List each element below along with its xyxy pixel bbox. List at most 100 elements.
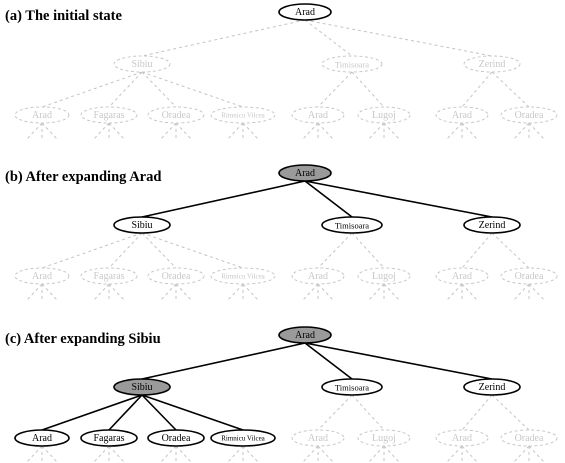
node-rimnicu-vilcea: Rimnicu Vilcea: [210, 267, 276, 285]
edge-root-to-zerind: [304, 180, 493, 218]
node-arad: Arad: [14, 429, 70, 447]
stub-edge: [175, 122, 193, 141]
panel-title: (a) The initial state: [5, 8, 122, 24]
node-zerind-label: Zerind: [479, 382, 506, 393]
stub-edge: [159, 122, 177, 141]
stub-edge: [301, 445, 319, 463]
stub-edge: [175, 445, 193, 463]
edge-zerind-to-arad: [461, 394, 493, 431]
stub-edge: [41, 283, 59, 302]
edge-root-to-zerind: [304, 342, 493, 380]
node-fagaras-label: Fagaras: [93, 433, 124, 444]
node-sibiu-shape: [113, 55, 171, 73]
edge-sibiu-to-rimnicu-vilcea: [141, 232, 244, 269]
node-sibiu-shape: [113, 378, 171, 396]
node-fagaras-shape: [80, 267, 138, 285]
edge-root-to-sibiu: [141, 342, 306, 380]
node-arad-shape: [291, 106, 345, 124]
node-arad-shape: [14, 106, 70, 124]
node-root-arad-label: Arad: [295, 7, 315, 18]
node-arad-shape: [291, 267, 345, 285]
node-rimnicu-vilcea-shape: [210, 429, 276, 447]
edge-sibiu-to-arad: [41, 71, 143, 108]
node-root-arad-label: Arad: [295, 330, 315, 341]
node-oradea-shape: [147, 429, 205, 447]
stub-edge: [301, 283, 319, 302]
node-oradea: Oradea: [147, 267, 205, 285]
edge-root-to-timisoara: [304, 180, 353, 218]
node-arad-label: Arad: [452, 271, 472, 282]
stub-edge: [367, 283, 385, 302]
node-rimnicu-vilcea-shape: [210, 106, 276, 124]
node-timisoara: Timisoara: [321, 55, 383, 73]
edge-sibiu-to-rimnicu-vilcea: [141, 71, 244, 108]
stub-edge: [25, 122, 43, 141]
node-oradea-label: Oradea: [162, 110, 191, 121]
node-arad: Arad: [435, 267, 489, 285]
node-oradea-shape: [500, 267, 558, 285]
node-zerind-shape: [463, 55, 521, 73]
node-zerind-label: Zerind: [479, 59, 506, 70]
node-timisoara: Timisoara: [321, 216, 383, 234]
edge-root-to-sibiu: [141, 180, 306, 218]
edge-sibiu-to-oradea: [141, 71, 177, 108]
edge-sibiu-to-rimnicu-vilcea: [141, 394, 244, 431]
node-zerind: Zerind: [463, 216, 521, 234]
node-oradea: Oradea: [500, 429, 558, 447]
node-timisoara-shape: [321, 216, 383, 234]
node-timisoara-label: Timisoara: [335, 383, 369, 393]
node-arad-label: Arad: [32, 271, 52, 282]
node-arad-label: Arad: [308, 433, 328, 444]
node-arad-shape: [435, 267, 489, 285]
stub-edge: [226, 445, 244, 463]
node-arad-label: Arad: [32, 110, 52, 121]
node-arad: Arad: [14, 106, 70, 124]
node-timisoara-label: Timisoara: [335, 60, 369, 70]
node-lugoj: Lugoj: [357, 267, 411, 285]
node-fagaras-label: Fagaras: [93, 271, 124, 282]
node-arad-label: Arad: [452, 110, 472, 121]
edge-sibiu-to-arad: [41, 394, 143, 431]
stub-edge: [92, 122, 110, 141]
stub-edge: [226, 283, 244, 302]
stub-edge: [445, 283, 463, 302]
edge-timisoara-to-arad: [317, 232, 353, 269]
node-lugoj: Lugoj: [357, 106, 411, 124]
edge-zerind-to-oradea: [491, 232, 530, 269]
node-oradea: Oradea: [147, 106, 205, 124]
node-rimnicu-vilcea: Rimnicu Vilcea: [210, 106, 276, 124]
node-arad-label: Arad: [308, 110, 328, 121]
stub-edge: [108, 283, 126, 302]
node-sibiu-shape: [113, 216, 171, 234]
stub-edge: [461, 122, 479, 141]
node-arad-label: Arad: [32, 433, 52, 444]
node-oradea-label: Oradea: [515, 110, 544, 121]
node-sibiu: Sibiu: [113, 378, 171, 396]
node-rimnicu-vilcea-shape: [210, 267, 276, 285]
node-oradea-shape: [147, 106, 205, 124]
node-arad-shape: [14, 267, 70, 285]
node-root-arad-shape: [278, 3, 332, 21]
stub-edge: [92, 283, 110, 302]
stub-edge: [445, 122, 463, 141]
node-lugoj-label: Lugoj: [372, 433, 396, 444]
node-lugoj-shape: [357, 267, 411, 285]
stub-edge: [461, 445, 479, 463]
edge-root-to-zerind: [304, 19, 493, 57]
edge-timisoara-to-lugoj: [351, 394, 385, 431]
stub-edge: [528, 283, 546, 302]
node-timisoara-label: Timisoara: [335, 221, 369, 231]
node-lugoj-label: Lugoj: [372, 110, 396, 121]
edge-root-to-sibiu: [141, 19, 306, 57]
stub-edge: [25, 283, 43, 302]
stub-edge: [317, 283, 335, 302]
node-zerind: Zerind: [463, 378, 521, 396]
node-arad: Arad: [435, 429, 489, 447]
node-oradea-shape: [500, 106, 558, 124]
stub-edge: [159, 283, 177, 302]
node-arad: Arad: [14, 267, 70, 285]
